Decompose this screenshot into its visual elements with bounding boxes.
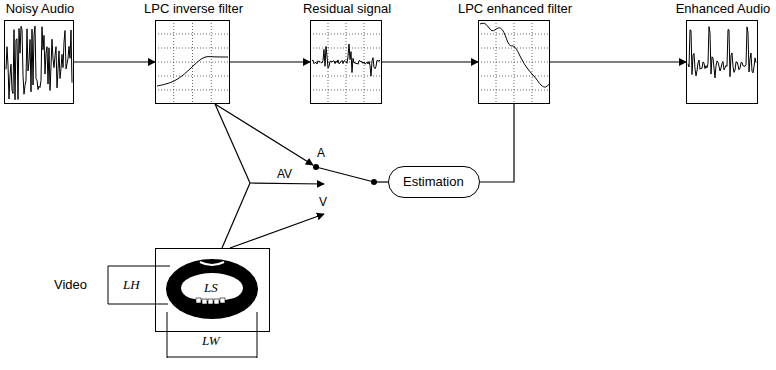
switch-contact (313, 164, 319, 170)
inverse-filter-curve (157, 57, 228, 86)
signal-panel: Enhanced Audio (686, 20, 758, 104)
switch-pivot (371, 179, 377, 185)
panel-title: LPC inverse filter (94, 1, 294, 16)
input-label: Video (54, 277, 98, 292)
switch-input-label: A (316, 146, 326, 160)
fork-line (215, 104, 250, 183)
switch-input-label: AV (276, 167, 293, 181)
connectors (74, 62, 686, 248)
switch-input-label: V (318, 195, 328, 209)
lips-figure (166, 259, 258, 319)
signal-panel: Noisy Audio (4, 20, 74, 104)
connector-arrow (74, 61, 155, 62)
filter-panel: LPC inverse filter (155, 20, 230, 104)
plot-grid (155, 20, 230, 104)
switch-blade (316, 167, 374, 182)
enhanced-filter-curve (480, 23, 549, 87)
connector-arrow (215, 104, 313, 165)
lw-bracket (167, 312, 257, 358)
box-label: Estimation (403, 174, 464, 190)
connector-arrow (382, 61, 478, 62)
connector-arrow (480, 104, 514, 182)
signal-plots (6, 20, 756, 104)
enhanced-waveform (688, 27, 756, 78)
signal-panel: Residual signal (310, 20, 382, 104)
connector-arrow (230, 214, 324, 248)
plot-grid (478, 20, 550, 104)
connector-arrow (230, 61, 310, 62)
noisy-waveform (6, 26, 72, 100)
dimension-label: LS (204, 281, 218, 295)
residual-waveform (312, 44, 380, 76)
fork-line (222, 183, 250, 248)
connector-arrow (550, 61, 686, 62)
filter-panel: LPC enhanced filter (478, 20, 550, 104)
panel-title: Residual signal (247, 1, 447, 16)
selector-switch (215, 104, 388, 248)
plot-grid (310, 20, 382, 104)
panel-title: LPC enhanced filter (415, 1, 615, 16)
panel-title: Enhanced Audio (623, 1, 776, 16)
estimation-box: Estimation (388, 166, 480, 198)
av-input-arrow (250, 183, 324, 184)
dimension-label: LH (122, 278, 141, 292)
lh-bracket (108, 266, 170, 304)
dimension-label: LW (201, 334, 221, 348)
panel-title: Noisy Audio (0, 1, 140, 16)
